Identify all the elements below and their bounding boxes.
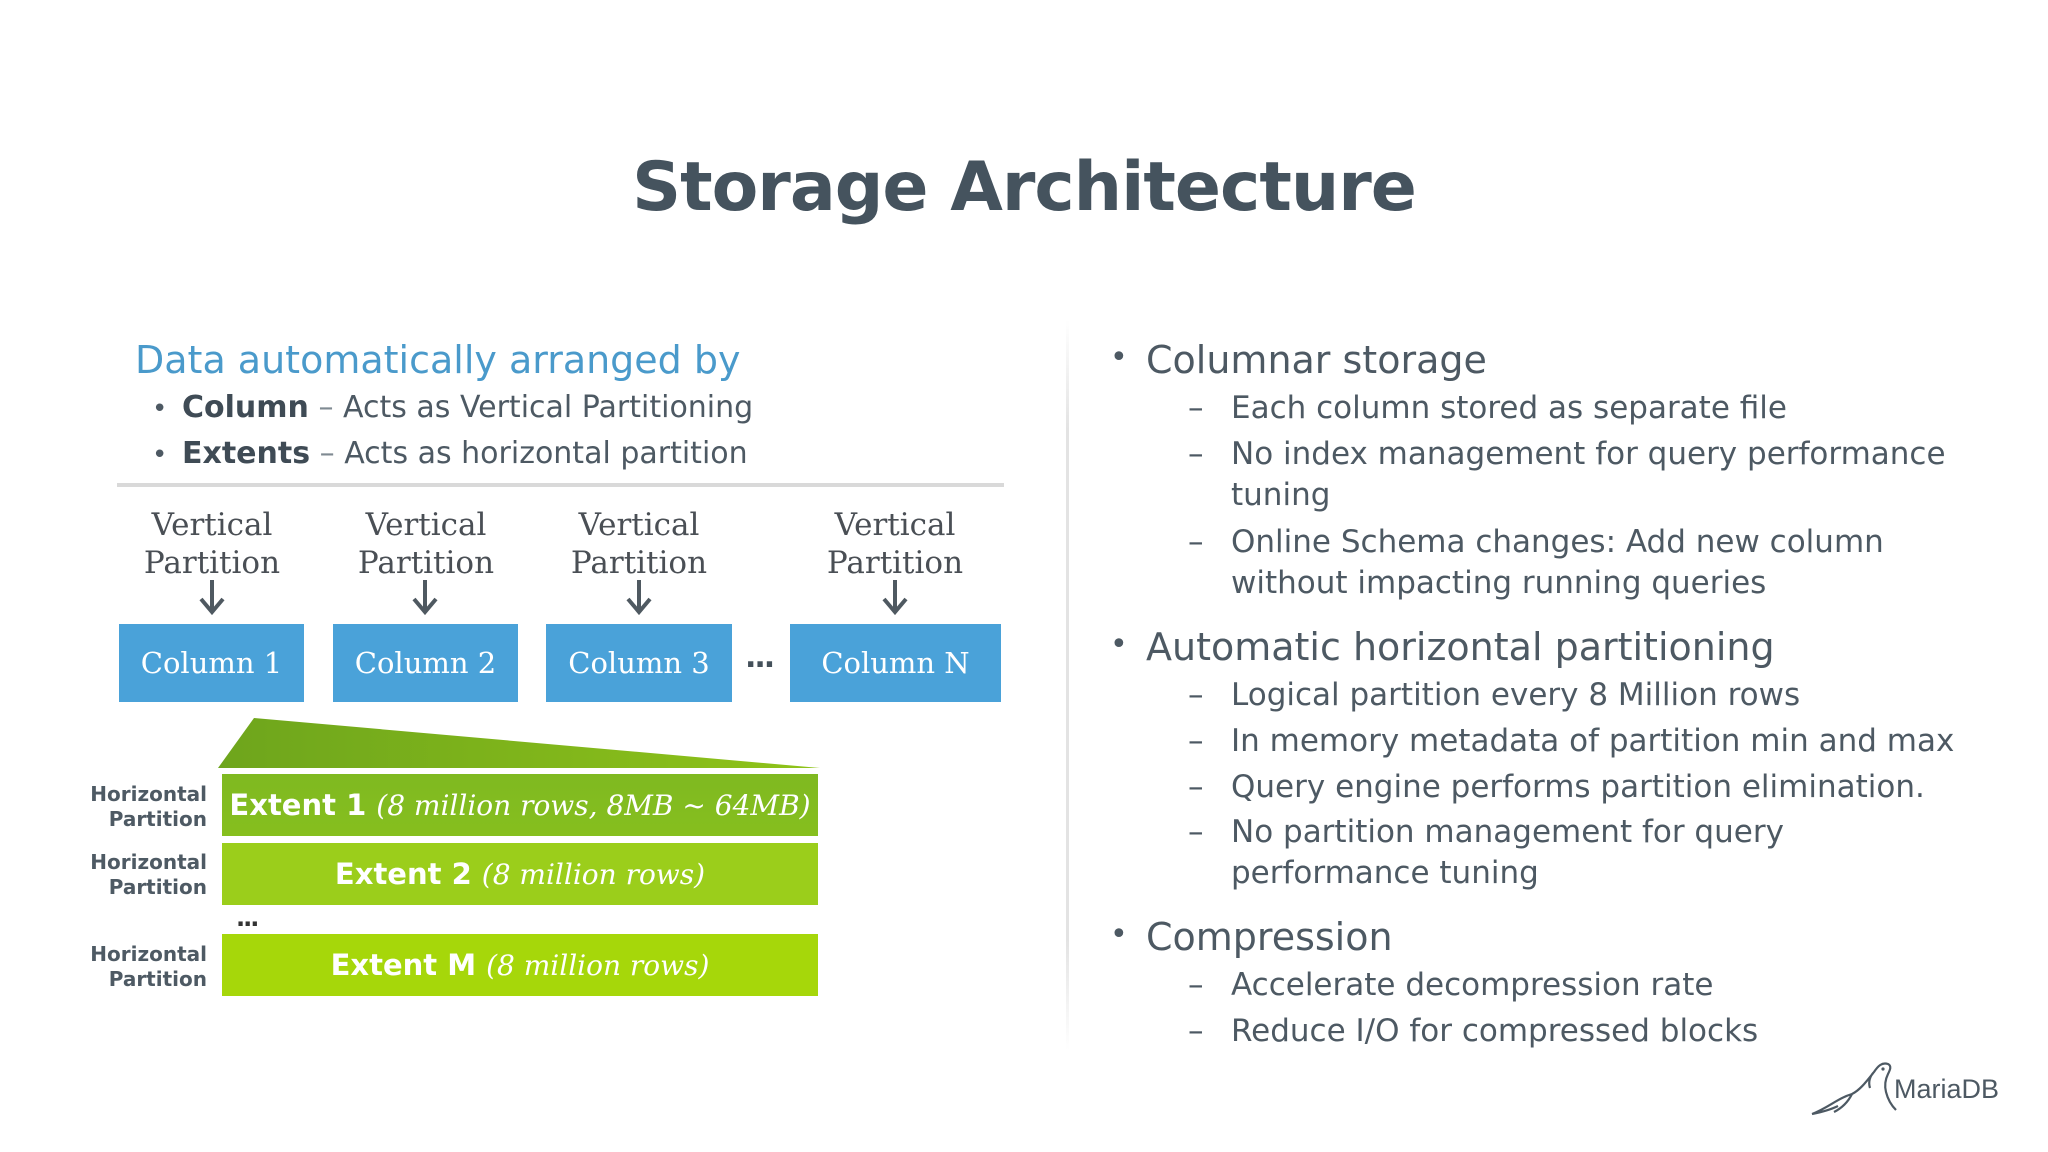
column-box-n: Column N: [790, 624, 1001, 702]
section-heading-columnar: •Columnar storage: [1110, 338, 1487, 382]
seal-icon: [1811, 1062, 1897, 1116]
down-arrow-icon: [626, 580, 652, 616]
section-heading-compression: •Compression: [1110, 915, 1393, 959]
extent-detail: (8 million rows): [486, 948, 710, 982]
extent-name: Extent 1: [229, 788, 367, 822]
list-item: –Query engine performs partition elimina…: [1188, 769, 1925, 805]
extent-detail: (8 million rows, 8MB ~ 64MB): [376, 788, 811, 822]
column-box-3: Column 3: [546, 624, 732, 702]
columns-ellipsis: ...: [745, 640, 775, 675]
section-heading-partitioning: •Automatic horizontal partitioning: [1110, 625, 1775, 669]
list-item: –Each column stored as separate file: [1188, 390, 1787, 426]
extents-ellipsis: ...: [236, 904, 259, 932]
down-arrow-icon: [882, 580, 908, 616]
slide-title: Storage Architecture: [632, 148, 1417, 227]
bullet-dot: •: [152, 394, 168, 424]
column-box-1: Column 1: [119, 624, 304, 702]
bullet-desc: Acts as Vertical Partitioning: [342, 390, 754, 425]
column-divider: [1066, 320, 1069, 1050]
list-item: –Reduce I/O for compressed blocks: [1188, 1013, 1759, 1049]
extent-detail: (8 million rows): [481, 857, 706, 891]
bullet-dot: •: [1110, 340, 1128, 375]
left-heading: Data automatically arranged by: [135, 338, 741, 382]
extent-wedge: [218, 718, 820, 768]
extent-name: Extent 2: [334, 857, 472, 891]
brand-logo-text: MariaDB: [1894, 1074, 2000, 1104]
bullet-separator: –: [319, 436, 335, 471]
extent-bar-1: Extent 1 (8 million rows, 8MB ~ 64MB): [222, 774, 818, 836]
bullet-desc: Acts as horizontal partition: [344, 436, 748, 471]
section-rule: [117, 483, 1004, 487]
down-arrow-icon: [199, 580, 225, 616]
extent-bar-m: Extent M (8 million rows): [222, 934, 818, 996]
list-item: –Accelerate decompression rate: [1188, 967, 1714, 1003]
list-item: –No partition management for query perfo…: [1188, 814, 1784, 891]
list-item: –In memory metadata of partition min and…: [1188, 723, 1955, 759]
column-box-2: Column 2: [333, 624, 518, 702]
down-arrow-icon: [412, 580, 438, 616]
bullet-column: • Column – Acts as Vertical Partitioning: [152, 390, 753, 425]
list-item: –Online Schema changes: Add new column w…: [1188, 524, 1884, 601]
list-item: –Logical partition every 8 Million rows: [1188, 677, 1801, 713]
extent-name: Extent M: [330, 948, 477, 982]
bullet-separator: –: [318, 390, 334, 425]
bullet-dot: •: [152, 440, 168, 470]
list-item: –No index management for query performan…: [1188, 436, 1946, 513]
bullet-extents: • Extents – Acts as horizontal partition: [152, 436, 748, 471]
bullet-dot: •: [1110, 917, 1128, 952]
bullet-term: Column: [182, 390, 309, 425]
bullet-term: Extents: [182, 436, 311, 471]
extent-bar-2: Extent 2 (8 million rows): [222, 843, 818, 905]
bullet-dot: •: [1110, 627, 1128, 662]
